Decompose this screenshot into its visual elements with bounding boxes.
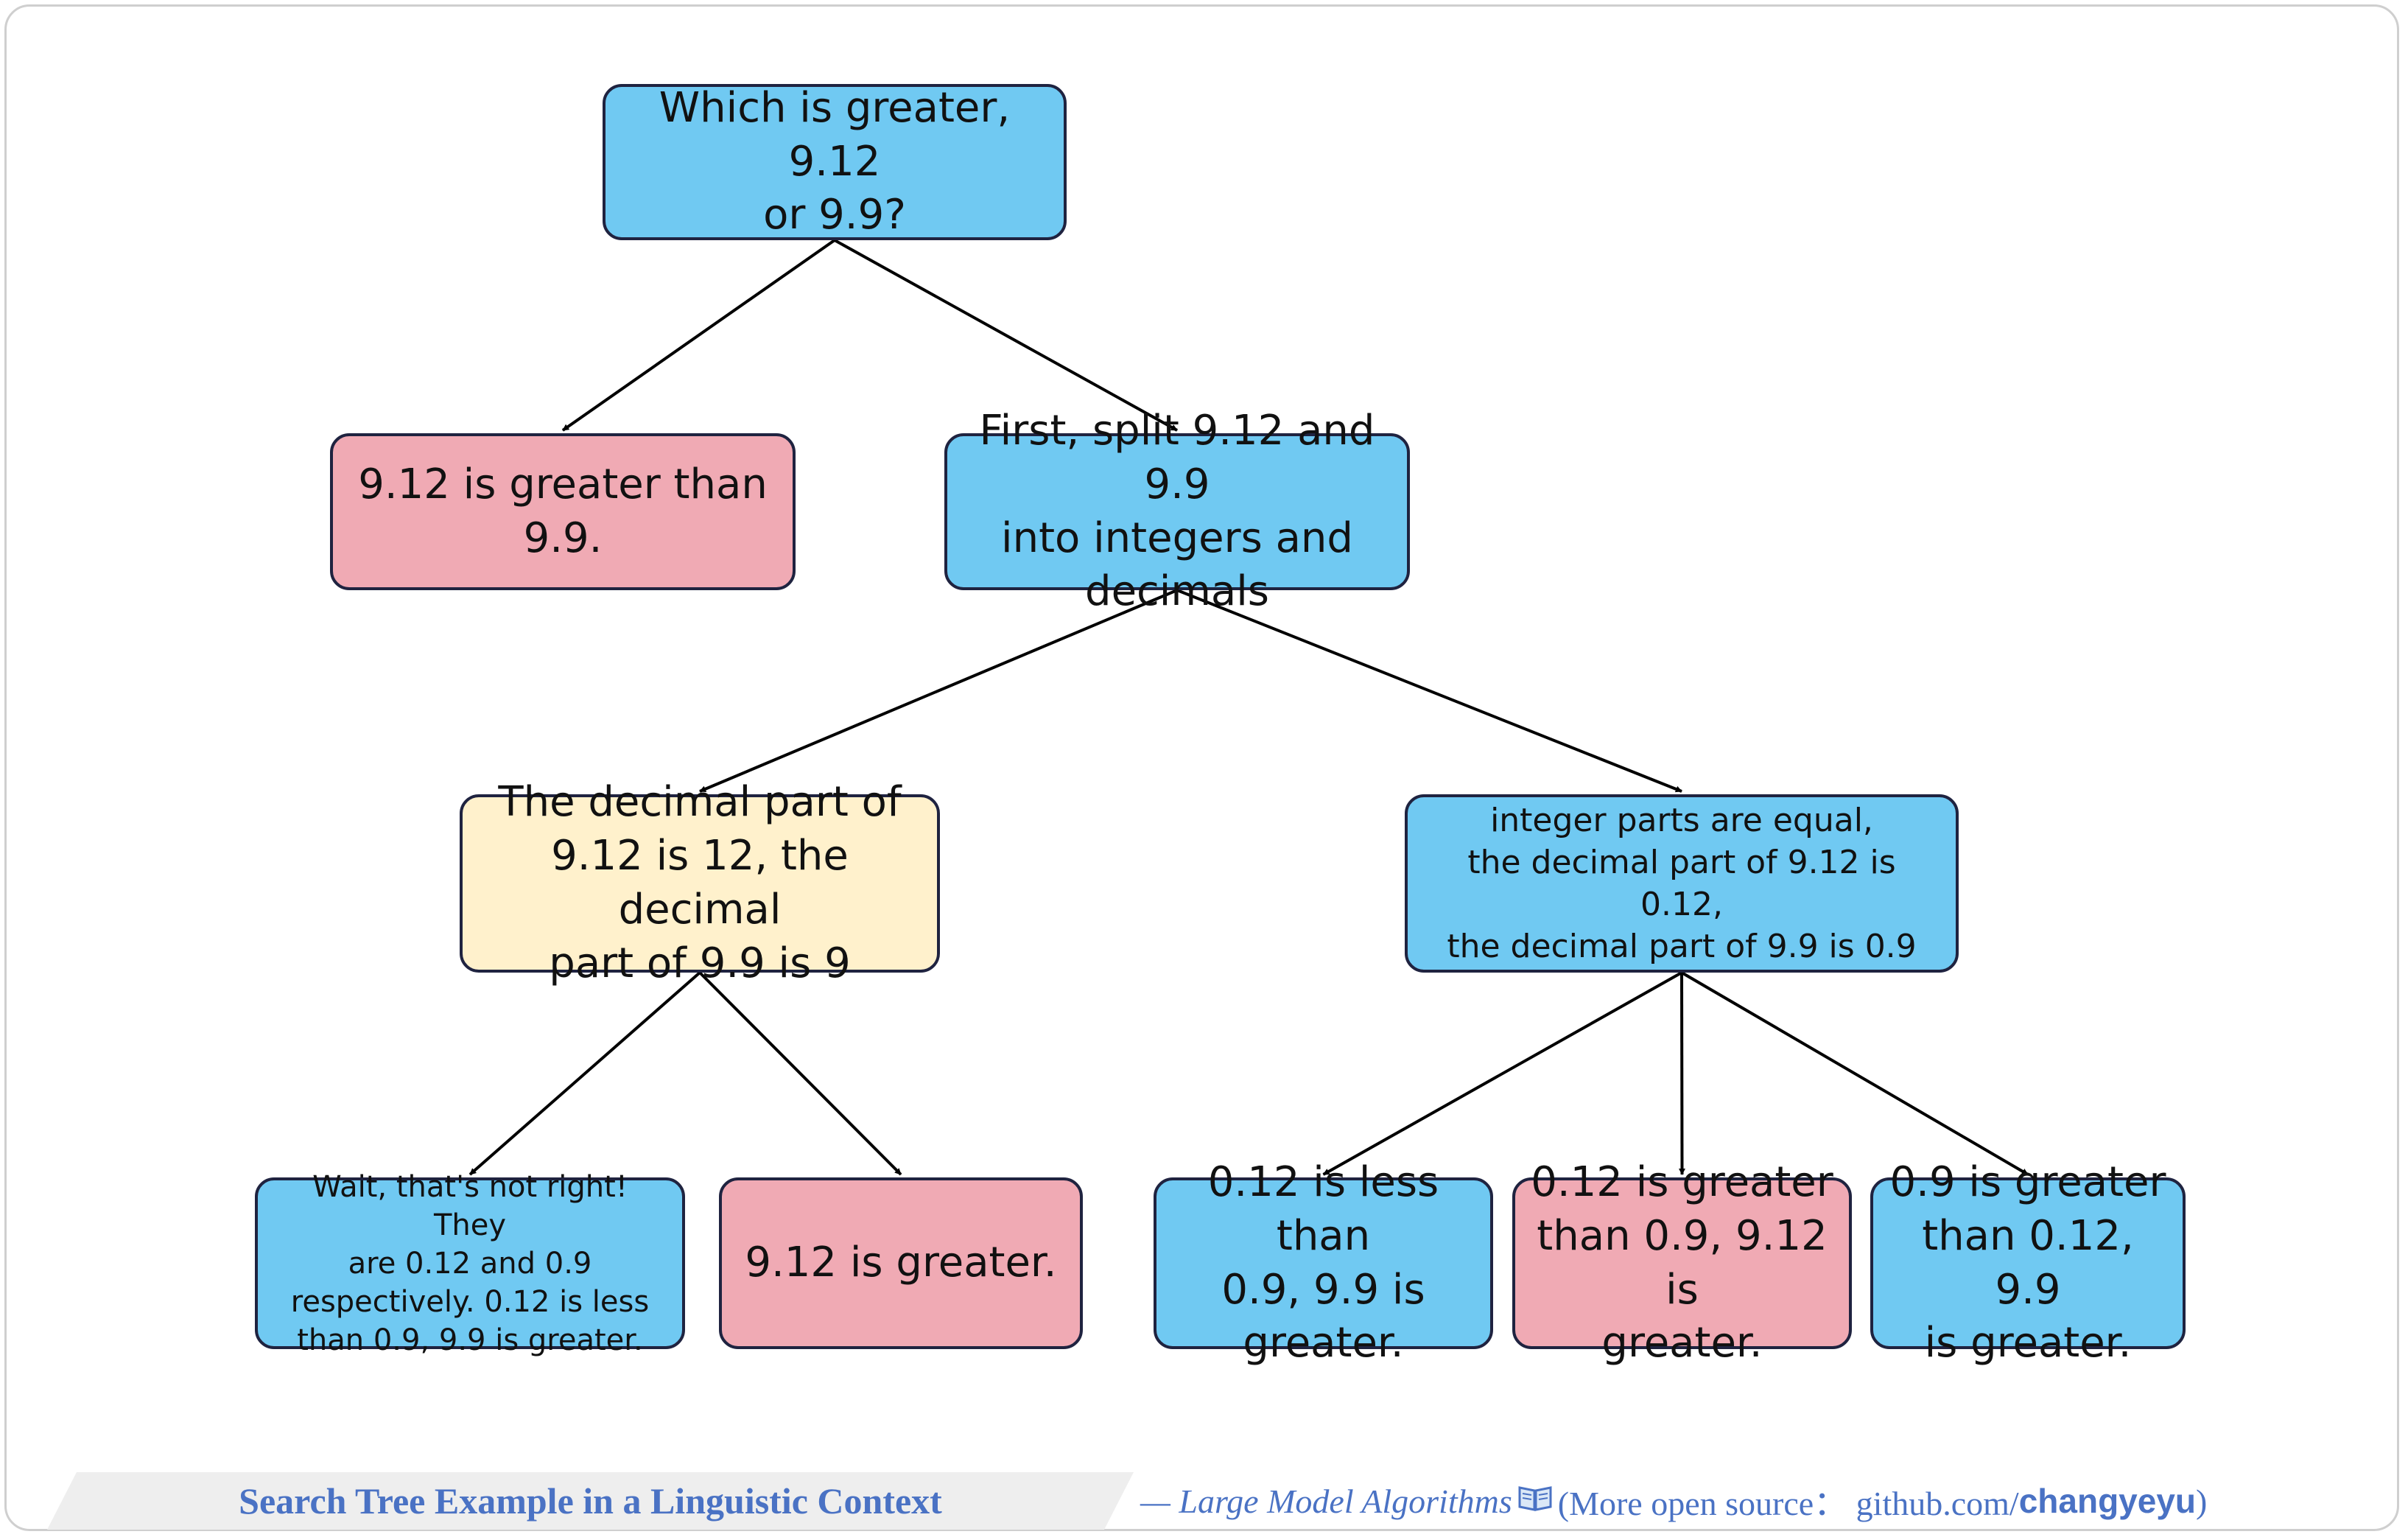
- edge-root-to-split_step: [834, 239, 1178, 432]
- credit-suffix: ): [2196, 1482, 2208, 1520]
- leaf-a-text: 0.12 is less than 0.9, 9.9 is greater.: [1207, 1158, 1439, 1368]
- wrong-conclusion-node: 9.12 is greater.: [719, 1177, 1083, 1349]
- decimal-correct-text: integer parts are equal, the decimal par…: [1447, 801, 1917, 966]
- wrong-conclusion-text: 9.12 is greater.: [745, 1239, 1057, 1287]
- split-step-node: First, split 9.12 and 9.9 into integers …: [944, 407, 1410, 615]
- leaf-b-text: 0.12 is greater than 0.9, 9.12 is greate…: [1531, 1158, 1833, 1368]
- self-correction-text: Wait, that's not right! They are 0.12 an…: [290, 1169, 650, 1357]
- decimal-misread-text: The decimal part of 9.12 is 12, the deci…: [498, 778, 902, 987]
- leaf-node-b: 0.12 is greater than 0.9, 9.12 is greate…: [1512, 1158, 1852, 1367]
- wrong-claim-text: 9.12 is greater than 9.9.: [358, 460, 768, 562]
- self-correction-node: Wait, that's not right! They are 0.12 an…: [255, 1170, 685, 1357]
- root-question-text: Which is greater, 9.12 or 9.9?: [659, 83, 1011, 239]
- footer-credit: — Large Model Algorithms (More open sour…: [1140, 1472, 2207, 1530]
- edge-decimal_misread-to-wrong_conclusion: [698, 971, 902, 1176]
- diagram-frame: [4, 4, 2399, 1531]
- edge-decimal_correct-to-leaf_c: [1680, 971, 2029, 1176]
- decimal-correct-node: integer parts are equal, the decimal par…: [1405, 794, 1959, 973]
- edge-split_step-to-decimal_correct: [1176, 589, 1682, 793]
- edge-root-to-wrong_claim: [561, 239, 836, 432]
- edge-decimal_misread-to-self_correct: [468, 971, 701, 1176]
- root-question-node: Which is greater, 9.12 or 9.9?: [603, 84, 1067, 240]
- credit-handle: changyeyu: [2018, 1482, 2197, 1520]
- edge-split_step-to-decimal_misread: [699, 589, 1178, 793]
- leaf-node-c: 0.9 is greater than 0.12, 9.9 is greater…: [1870, 1158, 2186, 1367]
- footer-title-band: [47, 1472, 1134, 1530]
- wrong-claim-node: 9.12 is greater than 9.9.: [330, 433, 796, 590]
- book-icon: [1517, 1482, 1554, 1521]
- credit-middle: (More open source： github.com/: [1557, 1485, 2019, 1522]
- leaf-c-text: 0.9 is greater than 0.12, 9.9 is greater…: [1889, 1158, 2166, 1368]
- edge-decimal_correct-to-leaf_a: [1322, 971, 1682, 1176]
- split-step-text: First, split 9.12 and 9.9 into integers …: [979, 406, 1375, 616]
- credit-prefix: — Large Model Algorithms: [1140, 1482, 1512, 1520]
- leaf-node-a: 0.12 is less than 0.9, 9.9 is greater.: [1154, 1158, 1493, 1367]
- footer-title: Search Tree Example in a Linguistic Cont…: [239, 1480, 942, 1522]
- decimal-misread-node: The decimal part of 9.12 is 12, the deci…: [460, 778, 940, 987]
